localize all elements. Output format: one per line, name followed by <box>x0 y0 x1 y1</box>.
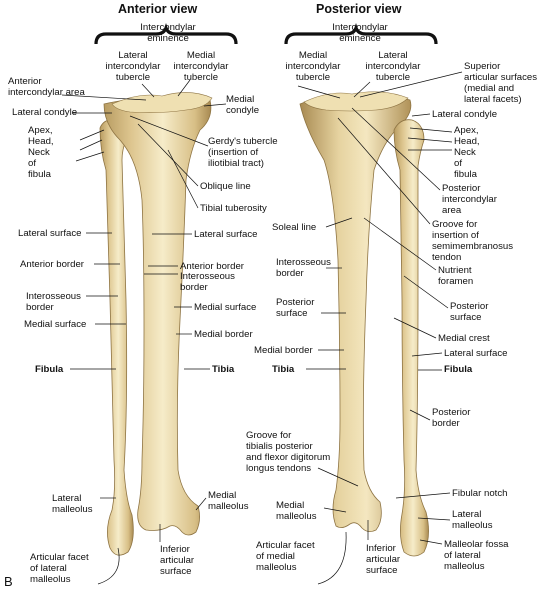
label-anterior-border-tibia: Anterior border <box>180 261 244 272</box>
label-apex-head-neck-fibula-posterior: Apex, Head, Neck of fibula <box>454 125 480 180</box>
bracket-anterior <box>94 22 238 45</box>
label-medial-intercondylar-tubercle-posterior: Medial intercondylar tubercle <box>285 50 341 83</box>
label-fibula-posterior: Fibula <box>444 364 473 375</box>
label-medial-malleolus-anterior: Medial malleolus <box>208 490 249 512</box>
label-articular-facet-medial-malleolus: Articular facet of medial malleolus <box>256 540 315 573</box>
label-intercondylar-eminence-anterior: Intercondylar eminence <box>140 22 196 44</box>
label-superior-articular-surfaces: Superior articular surfaces (medial and … <box>464 61 538 105</box>
leader-lines <box>61 71 463 585</box>
label-medial-surface-tibia-anterior: Medial surface <box>194 302 257 313</box>
label-tibia-posterior: Tibia <box>272 364 295 375</box>
label-soleal-line: Soleal line <box>272 222 317 233</box>
label-medial-malleolus-posterior: Medial malleolus <box>276 500 317 522</box>
label-medial-crest: Medial crest <box>438 333 490 344</box>
anterior-view-title: Anterior view <box>118 2 198 16</box>
label-malleolar-fossa: Malleolar fossa of lateral malleolus <box>444 539 509 572</box>
label-articular-facet-lateral-malleolus: Articular facet of lateral malleolus <box>30 552 89 585</box>
label-inferior-articular-surface-posterior: Inferior articular surface <box>366 543 401 576</box>
label-groove-tibialis-posterior: Groove for tibialis posterior and flexor… <box>246 430 331 474</box>
posterior-fibula <box>393 119 429 557</box>
label-groove-semimembranosus: Groove for insertion of semimembranosus … <box>432 219 514 263</box>
label-tibial-tuberosity: Tibial tuberosity <box>200 203 267 214</box>
label-lateral-surface-posterior: Lateral surface <box>444 348 508 359</box>
label-anterior-intercondylar-area: Anterior intercondylar area <box>8 76 85 98</box>
label-apex-head-neck-fibula-anterior: Apex, Head, Neck of fibula <box>28 125 54 180</box>
label-interosseous-border-tibia-anterior: Interosseous border <box>180 271 235 293</box>
label-intercondylar-eminence-posterior: Intercondylar eminence <box>332 22 388 44</box>
anterior-tibia <box>103 96 212 536</box>
label-medial-border-posterior: Medial border <box>254 345 313 356</box>
label-inferior-articular-surface-anterior: Inferior articular surface <box>160 544 195 577</box>
label-interosseous-border-posterior: Interosseous border <box>276 257 331 279</box>
label-posterior-intercondylar-area: Posterior intercondylar area <box>442 183 497 216</box>
anterior-tibia-plateau <box>111 92 213 113</box>
posterior-view-title: Posterior view <box>316 2 402 16</box>
label-lateral-surface-tibia-anterior: Lateral surface <box>194 229 258 240</box>
label-oblique-line: Oblique line <box>200 181 251 192</box>
label-medial-condyle-anterior: Medial condyle <box>226 94 260 116</box>
panel-letter: B <box>4 574 13 589</box>
label-fibular-notch: Fibular notch <box>452 488 508 499</box>
label-medial-surface-fibula-anterior: Medial surface <box>24 319 87 330</box>
label-gerdys-tubercle: Gerdy's tubercle (insertion of iliotibia… <box>208 136 278 169</box>
label-fibula-anterior: Fibula <box>35 364 64 375</box>
label-medial-border-anterior: Medial border <box>194 329 253 340</box>
label-lateral-malleolus-posterior: Lateral malleolus <box>452 509 493 531</box>
anterior-fibula <box>99 119 134 556</box>
label-posterior-surface-fibula: Posterior surface <box>450 301 489 323</box>
label-lateral-surface-fibula-anterior: Lateral surface <box>18 228 82 239</box>
label-tibia-anterior: Tibia <box>212 364 235 375</box>
label-medial-intercondylar-tubercle-anterior: Medial intercondylar tubercle <box>173 50 229 83</box>
label-nutrient-foramen: Nutrient foramen <box>438 265 474 287</box>
label-posterior-border: Posterior border <box>432 407 471 429</box>
label-posterior-surface-tibia: Posterior surface <box>276 297 315 319</box>
label-anterior-border-fibula: Anterior border <box>20 259 84 270</box>
label-lateral-intercondylar-tubercle-posterior: Lateral intercondylar tubercle <box>365 50 421 83</box>
label-lateral-condyle-anterior: Lateral condyle <box>12 107 78 118</box>
posterior-tibia-plateau <box>303 91 409 112</box>
bracket-posterior <box>284 22 438 45</box>
label-lateral-condyle-posterior: Lateral condyle <box>432 109 498 120</box>
label-lateral-malleolus-anterior: Lateral malleolus <box>52 493 93 515</box>
label-lateral-intercondylar-tubercle-anterior: Lateral intercondylar tubercle <box>105 50 161 83</box>
label-interosseous-border-fibula-anterior: Interosseous border <box>26 291 81 313</box>
